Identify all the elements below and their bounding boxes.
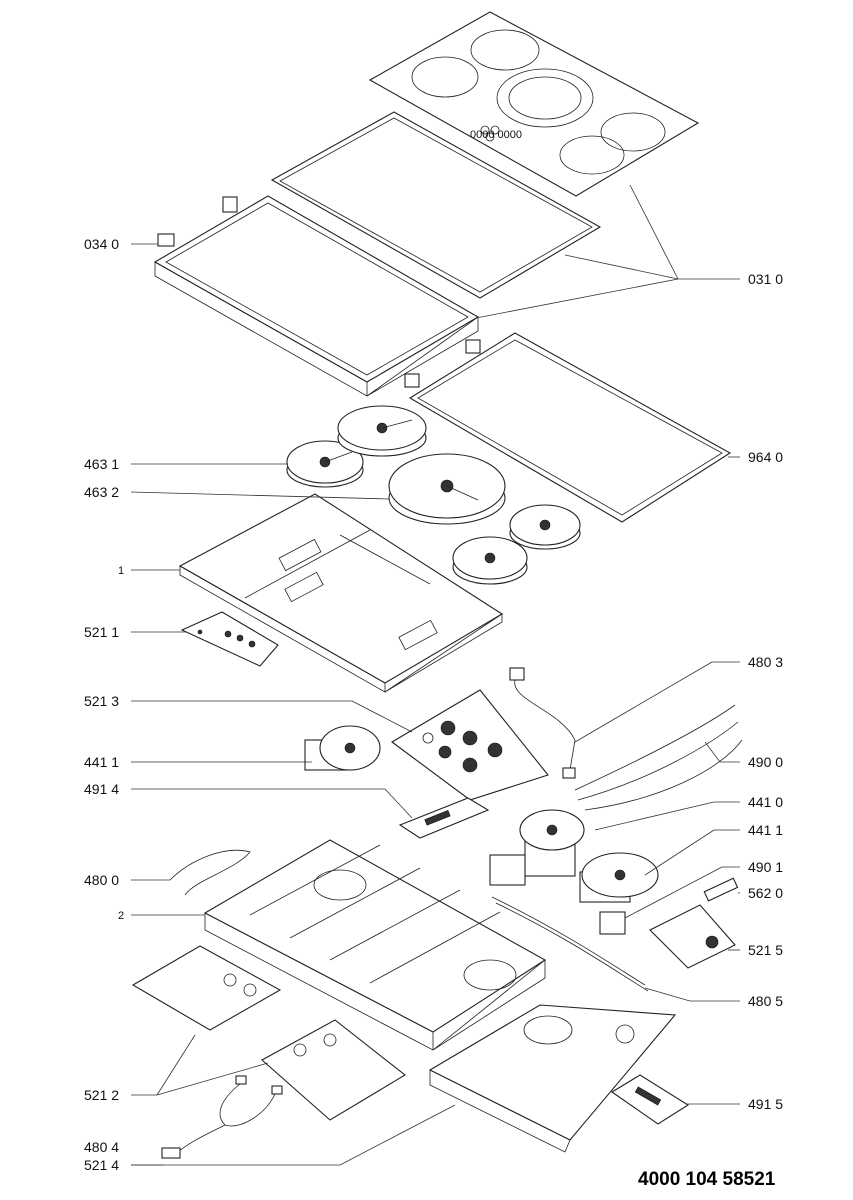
glass-panel-marks: 0000 0000 xyxy=(470,129,522,141)
glass-gasket xyxy=(270,111,602,299)
seal-gasket xyxy=(408,332,732,523)
cooling-fan xyxy=(304,725,381,771)
part-label-0340: 034 0 xyxy=(84,236,119,252)
part-label-5215: 521 5 xyxy=(748,942,783,958)
glass-top-panel: 0000 0000 xyxy=(368,11,700,197)
cooling-fan xyxy=(489,809,585,886)
part-label-4900: 490 0 xyxy=(748,754,783,770)
part-label-2: 2 xyxy=(118,910,124,922)
relay-board xyxy=(610,1074,690,1125)
part-label-5213: 521 3 xyxy=(84,693,119,709)
part-label-4914: 491 4 xyxy=(84,781,119,797)
harness-cable xyxy=(169,849,251,896)
bracket-icon xyxy=(222,196,238,213)
bracket-icon xyxy=(157,233,175,247)
support-plate xyxy=(178,493,504,693)
power-board-right xyxy=(261,1019,406,1121)
part-label-5214: 521 4 xyxy=(84,1157,119,1173)
part-label-1: 1 xyxy=(118,565,124,577)
power-assembly xyxy=(428,1004,677,1153)
part-label-4804: 480 4 xyxy=(84,1139,119,1155)
filter-board xyxy=(599,877,739,969)
document-number: 4000 104 58521 xyxy=(638,1169,776,1190)
relay-board xyxy=(398,797,490,839)
part-label-4411: 441 1 xyxy=(84,754,119,770)
part-label-4631: 463 1 xyxy=(84,456,119,472)
cooling-fan xyxy=(579,852,659,903)
bracket-icon xyxy=(465,339,481,354)
hob-frame xyxy=(153,195,481,397)
power-board xyxy=(391,689,549,801)
part-label-4915: 491 5 xyxy=(748,1096,783,1112)
control-board xyxy=(180,611,279,667)
part-label-5212: 521 2 xyxy=(84,1087,119,1103)
bottom-tray xyxy=(203,839,547,1051)
part-label-4411-lower: 441 1 xyxy=(748,822,783,838)
cable xyxy=(491,896,649,992)
harness-cable xyxy=(161,1075,283,1159)
part-label-4803: 480 3 xyxy=(748,654,783,670)
induction-coils xyxy=(286,405,581,585)
power-board-left xyxy=(131,945,282,1031)
leader-lines xyxy=(130,184,740,1166)
part-label-4410: 441 0 xyxy=(748,794,783,810)
part-label-9640: 964 0 xyxy=(748,449,783,465)
part-label-0310: 031 0 xyxy=(748,271,783,287)
part-label-4901: 490 1 xyxy=(748,859,783,875)
part-label-5620: 562 0 xyxy=(748,885,783,901)
wiring-harness xyxy=(509,667,743,811)
part-label-4805: 480 5 xyxy=(748,993,783,1009)
bracket-icon xyxy=(404,373,420,388)
part-label-5211: 521 1 xyxy=(84,624,119,640)
part-label-4632: 463 2 xyxy=(84,484,119,500)
part-label-4800: 480 0 xyxy=(84,872,119,888)
